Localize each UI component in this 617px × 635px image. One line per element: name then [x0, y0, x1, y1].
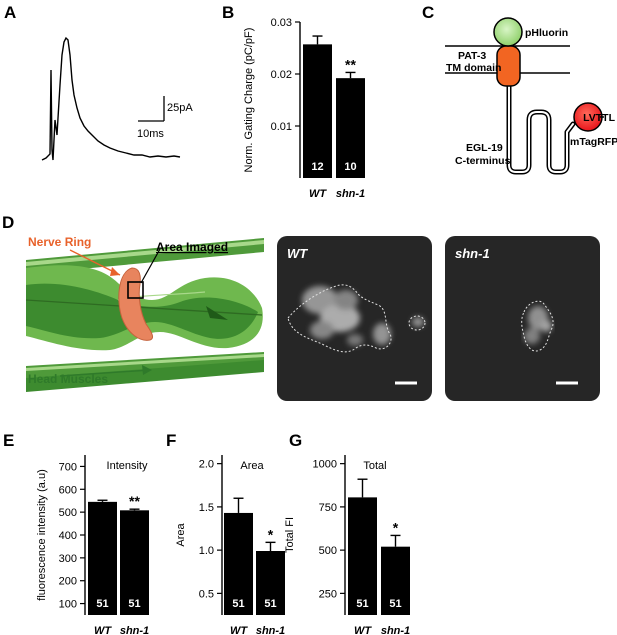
scale-bar: 25pA 10ms [137, 96, 193, 140]
lvttl-label: LVTTL [583, 112, 615, 124]
scale-current-label: 25pA [167, 102, 193, 114]
panel-a: A 25pA 10ms [4, 3, 193, 161]
head-muscles-label: Head Muscles [28, 372, 108, 386]
bar [224, 512, 253, 615]
panel-e-label: E [3, 431, 14, 450]
panel-a-label: A [4, 3, 16, 22]
bar [88, 501, 117, 615]
wt-image-label: WT [287, 246, 308, 261]
worm-schematic: Nerve Ring Area Imaged Head Muscles [25, 235, 264, 398]
phluorin-label: pHluorin [525, 27, 568, 39]
y-tick-label: 300 [59, 553, 77, 565]
x-category-label: shn-1 [381, 625, 410, 635]
chart-title: Area [240, 460, 264, 472]
tm-label-2: TM domain [446, 62, 501, 74]
x-category-label: WT [94, 625, 112, 635]
x-category-label: WT [230, 625, 248, 635]
bar [256, 551, 285, 615]
bar-n-label: 12 [311, 161, 323, 173]
bar [336, 78, 365, 178]
y-tick-label: 1.5 [199, 502, 214, 514]
y-tick-label: 750 [319, 502, 337, 514]
bar-n-label: 51 [389, 598, 401, 610]
y-tick-label: 1000 [313, 459, 337, 471]
panel-d: D Nerve Ring [2, 213, 600, 401]
y-tick-label: 400 [59, 530, 77, 542]
y-tick-label: 0.03 [271, 17, 292, 29]
y-tick-label: 700 [59, 461, 77, 473]
x-category-label: WT [354, 625, 372, 635]
bar-n-label: 51 [96, 598, 108, 610]
bar-n-label: 51 [128, 598, 140, 610]
scale-time-label: 10ms [137, 128, 164, 140]
y-tick-label: 100 [59, 599, 77, 611]
significance-label: * [393, 519, 399, 535]
tm-label-1: PAT-3 [458, 50, 486, 62]
y-tick-label: 2.0 [199, 459, 214, 471]
area-imaged-label: Area Imaged [156, 240, 228, 254]
y-tick-label: 250 [319, 588, 337, 600]
y-tick-label: 0.01 [271, 121, 292, 133]
y-tick-label: 200 [59, 576, 77, 588]
y-axis-title: Area [175, 523, 187, 547]
egl19-label-1: EGL-19 [466, 142, 503, 154]
egl19-tail [506, 77, 576, 175]
bar [348, 497, 377, 615]
nerve-ring-label: Nerve Ring [28, 235, 91, 249]
x-category-label: WT [309, 188, 327, 200]
x-category-label: shn-1 [256, 625, 285, 635]
bar-n-label: 10 [344, 161, 356, 173]
y-tick-label: 600 [59, 484, 77, 496]
significance-label: * [268, 526, 274, 542]
egl19-tail-inner [508, 79, 574, 173]
y-tick-label: 0.5 [199, 588, 214, 600]
panel-b-label: B [222, 3, 234, 22]
micrograph-wt: WT [277, 236, 432, 401]
area-imaged-box [127, 281, 144, 299]
micrograph-shn1: shn-1 [445, 236, 600, 401]
mtagrfp-label: mTagRFP [570, 136, 617, 148]
chart-title: Total [363, 460, 386, 472]
bar [303, 44, 332, 178]
panel-c-label: C [422, 3, 434, 22]
phluorin-shape [493, 17, 523, 47]
x-category-label: shn-1 [336, 188, 365, 200]
y-axis-title: fluorescence intensity (a.u) [36, 469, 48, 600]
panel-d-label: D [2, 213, 14, 232]
shn1-image-label: shn-1 [455, 246, 490, 261]
bar [120, 510, 149, 615]
bar-n-label: 51 [356, 598, 368, 610]
bar-n-label: 51 [264, 598, 276, 610]
significance-label: ** [345, 56, 356, 72]
panel-g-label: G [289, 431, 302, 450]
y-tick-label: 0.02 [271, 69, 292, 81]
panel-e: E 100 200 300 400 500 600 700 fluorescence inte… [3, 431, 149, 635]
current-trace [41, 36, 181, 161]
bar [381, 546, 410, 615]
y-tick-label: 1.0 [199, 545, 214, 557]
y-axis-title: Norm. Gating Charge (pC/pF) [243, 28, 255, 173]
egl19-label-2: C-terminus [455, 155, 511, 167]
bar-n-label: 51 [232, 598, 244, 610]
y-axis-title: Total FI [284, 517, 296, 553]
shn1-roi-outline [521, 300, 554, 352]
significance-label: ** [129, 493, 140, 509]
x-category-label: shn-1 [120, 625, 149, 635]
panel-f-label: F [166, 431, 176, 450]
y-tick-label: 500 [59, 507, 77, 519]
chart-e: 100 200 300 400 500 600 700 fluorescence intens… [36, 455, 149, 635]
y-tick-label: 500 [319, 545, 337, 557]
chart-title: Intensity [107, 460, 148, 472]
panel-c: C pHluorin PAT-3 TM domain LVTTL EGL-19 … [422, 3, 617, 175]
